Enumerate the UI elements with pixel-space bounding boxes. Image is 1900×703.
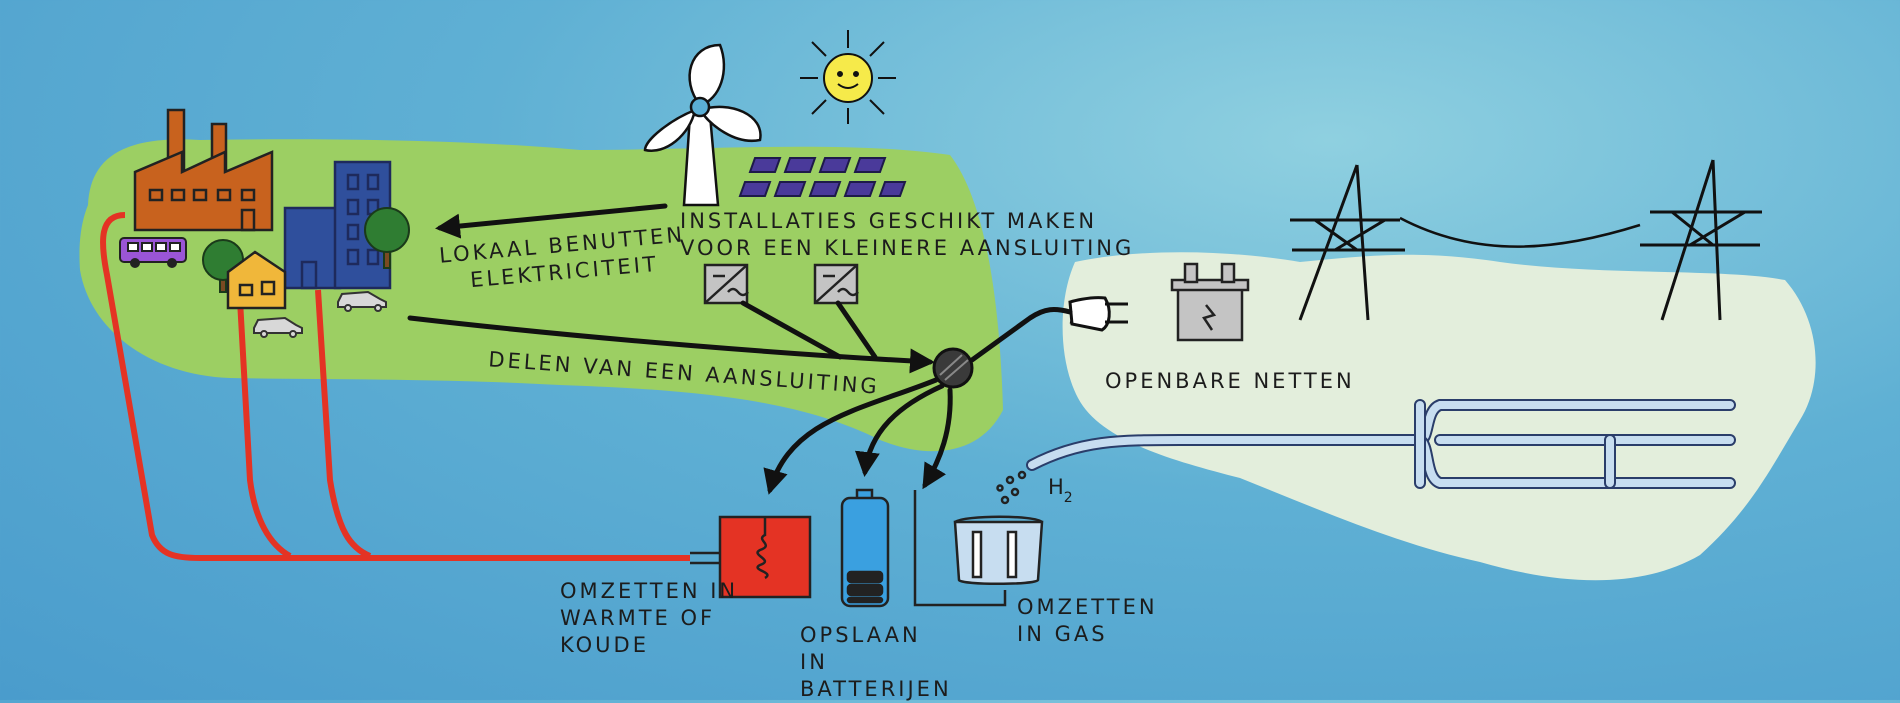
car-icon	[337, 290, 387, 312]
car-icon	[253, 316, 303, 338]
solar-panel-icon	[738, 157, 907, 197]
battery-icon	[840, 488, 890, 608]
house-icon	[226, 250, 287, 310]
bus-icon	[119, 237, 187, 268]
sun-icon	[800, 30, 896, 124]
heat-pipes	[100, 212, 690, 561]
pylon-icon	[1290, 164, 1405, 321]
wind-turbine-icon	[643, 43, 762, 207]
electrolyser-icon	[913, 470, 1044, 607]
transformer-icon	[1170, 262, 1250, 342]
inverter-icon	[703, 263, 749, 305]
meter-icon	[932, 347, 974, 389]
pylon-icon	[1640, 159, 1762, 321]
tree-icon	[364, 207, 410, 269]
power-line	[1399, 216, 1641, 248]
label-h2: H2	[1048, 475, 1073, 506]
label-openbare-netten: OPENBARE NETTEN	[1105, 369, 1355, 393]
gas-pipeline-icon	[1026, 399, 1736, 489]
flow-arrows	[407, 203, 1073, 495]
public-grid-area	[1062, 252, 1816, 581]
factory-icon	[133, 108, 274, 232]
inverter-icon	[813, 263, 859, 305]
heat-buffer-icon	[690, 515, 812, 599]
plug-icon	[1068, 296, 1128, 332]
